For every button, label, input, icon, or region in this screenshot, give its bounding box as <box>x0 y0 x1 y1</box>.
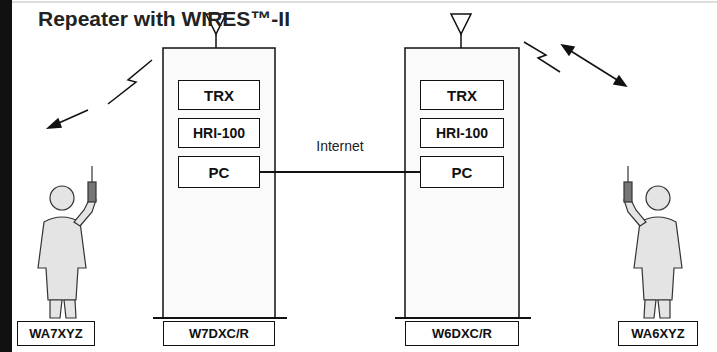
internet-link <box>260 171 420 173</box>
box-label: HRI-100 <box>193 125 245 141</box>
pc-box: PC <box>178 156 260 188</box>
repeater-tower <box>153 14 287 318</box>
title: Repeater with WIRES™-II <box>38 7 290 31</box>
box-label: TRX <box>204 87 234 104</box>
scan-edge <box>0 2 717 3</box>
box-label: HRI-100 <box>436 125 488 141</box>
callsign-box: WA6XYZ <box>618 321 698 346</box>
box-label: PC <box>209 164 230 181</box>
box-label: W7DXC/R <box>189 326 249 341</box>
callsign-box: WA7XYZ <box>17 321 95 346</box>
pc-box: PC <box>420 156 504 188</box>
box-label: PC <box>452 164 473 181</box>
callsign-box: W7DXC/R <box>163 321 275 346</box>
repeater-tower <box>395 14 531 318</box>
interface-box: HRI-100 <box>178 118 260 148</box>
callsign-box: W6DXC/R <box>405 321 519 346</box>
side-bar <box>0 0 12 352</box>
radio-link <box>48 42 626 128</box>
person-with-radio <box>624 166 682 318</box>
box-label: TRX <box>447 87 477 104</box>
trx-box: TRX <box>178 80 260 110</box>
box-label: W6DXC/R <box>432 326 492 341</box>
link-label: Internet <box>314 138 365 154</box>
trx-box: TRX <box>420 80 504 110</box>
box-label: WA7XYZ <box>29 326 82 341</box>
person-with-radio <box>38 166 96 318</box>
box-label: WA6XYZ <box>631 326 684 341</box>
interface-box: HRI-100 <box>420 118 504 148</box>
